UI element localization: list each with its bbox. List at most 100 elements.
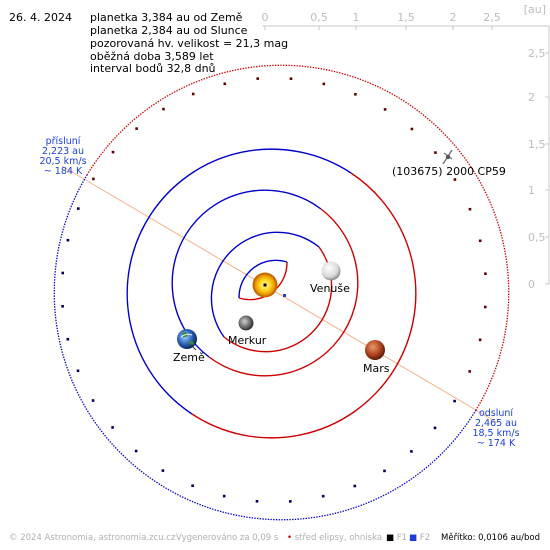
asteroid-orbit-point [322, 82, 326, 86]
footer-copyright: © 2024 Astronomia, astronomia.zcu.cz [9, 533, 176, 543]
info-period: oběžná doba 3,589 let [90, 50, 214, 63]
y-tick-label: 2,5 [528, 47, 546, 60]
venus-planet [321, 261, 341, 281]
asteroid-orbit-point [66, 238, 70, 242]
asteroid-orbit-point [434, 151, 437, 154]
x-tick-label: 0,5 [310, 11, 328, 24]
asteroid-orbit-point [91, 399, 95, 402]
focus-f2-marker [283, 294, 286, 297]
asteroid-orbit-point [354, 93, 357, 96]
y-tick-label: 2 [528, 91, 535, 104]
asteroid-orbit-point [353, 484, 357, 488]
asteroid-orbit-point [61, 305, 64, 308]
asteroid-orbit-point [433, 426, 437, 430]
asteroid-orbit-point [410, 127, 414, 131]
asteroid-orbit-point [256, 77, 259, 80]
asteroid-orbit-point [383, 469, 386, 473]
perihelion-speed: 20,5 km/s [39, 156, 87, 167]
earth-planet [177, 329, 197, 351]
x-tick-label: 0 [262, 11, 269, 24]
aphelion-speed: 18,5 km/s [472, 428, 520, 439]
asteroid-orbit-point [77, 207, 80, 210]
footer-scale: Měřítko: 0,0106 au/bod [441, 533, 541, 543]
y-tick-label: 1,5 [528, 138, 546, 151]
f1-square-icon: ■ [386, 533, 395, 543]
mercury-planet [238, 315, 254, 331]
asteroid-orbit-point [223, 82, 227, 86]
asteroid-orbit-point [76, 369, 80, 373]
x-tick-label: 2,5 [483, 11, 501, 24]
sun [252, 272, 278, 298]
asteroid-orbit-point [111, 426, 114, 429]
asteroid-orbit-point [478, 239, 482, 243]
asteroid-orbit-point [453, 178, 457, 181]
info-magnitude: pozorovaná hv. velikost = 21,3 mag [90, 37, 289, 50]
perihelion-label: přísluní 2,223 au 20,5 km/s ~ 184 K [38, 137, 88, 177]
y-tick-label: 1 [528, 184, 535, 197]
asteroid-orbit-point [410, 450, 413, 453]
asteroid-orbit-point [162, 107, 165, 111]
earth-orbit [171, 189, 359, 377]
f2-text: F2 [419, 533, 431, 543]
f2-square-icon: ■ [409, 533, 418, 543]
asteroid-orbit-point [321, 494, 325, 498]
asteroid-marker [442, 149, 453, 165]
info-distance-sun: planetka 2,384 au od Slunce [90, 24, 248, 37]
asteroid-orbit-point [191, 92, 195, 96]
info-distance-earth: planetka 3,384 au od Země [90, 11, 243, 24]
x-tick-label: 1 [353, 11, 360, 24]
asteroid-orbit-point [383, 108, 387, 111]
asteroid-orbit-point [468, 207, 472, 211]
asteroid-orbit-point [255, 500, 259, 503]
mars-label: Mars [363, 362, 390, 375]
x-tick-label: 1,5 [397, 11, 415, 24]
asteroid-orbit-point [161, 469, 165, 472]
venus-label: Venuše [310, 282, 350, 295]
asteroid-orbit-point [111, 150, 115, 154]
x-tick-label: 2 [450, 11, 457, 24]
mars-orbit [126, 148, 417, 439]
asteroid-orbit-point [453, 399, 456, 403]
asteroid-orbit-point [66, 337, 70, 341]
asteroid-orbit-point [478, 338, 482, 342]
center-legend-dot-icon: • [287, 533, 293, 543]
right-axis: 2,5 2 1,5 1 0,5 0 [528, 26, 550, 291]
mercury-label: Merkur [228, 334, 267, 347]
asteroid-orbit-point [484, 272, 487, 275]
center-legend-text: střed elipsy, ohniska [294, 533, 383, 543]
asteroid-orbit-point [484, 305, 487, 309]
footer-center-legend: • střed elipsy, ohniska [287, 533, 382, 543]
asteroid-orbit-point [289, 77, 293, 80]
asteroid-orbit-point [191, 484, 194, 487]
asteroid-orbit-point [468, 370, 471, 373]
asteroid-orbit-point [134, 449, 138, 453]
mars-planet [365, 340, 385, 360]
line-of-apsides [61, 165, 499, 424]
asteroid-orbit-far-half [53, 174, 477, 521]
info-interval: interval bodů 32,8 dnů [90, 62, 216, 75]
asteroid-orbit-point [222, 494, 226, 498]
asteroid-orbit-point [92, 177, 95, 181]
top-axis: 0 0,5 1 1,5 2 2,5 [au] [262, 3, 549, 30]
asteroid-orbit-point [61, 271, 64, 275]
asteroid-label: (103675) 2000 CP59 [392, 165, 506, 178]
footer-f1: ■ F1 [386, 533, 407, 543]
perihelion-title: přísluní [45, 136, 81, 147]
aphelion-title: odsluní [478, 408, 514, 419]
date-label: 26. 4. 2024 [9, 11, 72, 24]
aphelion-temperature: ~ 174 K [476, 438, 516, 449]
footer-generated: Vygenerováno za 0,09 s [176, 533, 279, 543]
footer-f2: ■ F2 [409, 533, 430, 543]
y-tick-label: 0,5 [528, 231, 546, 244]
asteroid-orbit-point [289, 500, 292, 503]
perihelion-distance: 2,223 au [41, 146, 85, 157]
f1-text: F1 [396, 533, 408, 543]
asteroid-orbit-point [135, 127, 138, 130]
axis-unit-label: [au] [524, 3, 546, 16]
y-tick-label: 0 [528, 278, 535, 291]
aphelion-distance: 2,465 au [474, 418, 518, 429]
aphelion-label: odsluní 2,465 au 18,5 km/s ~ 174 K [468, 409, 524, 449]
asteroid-orbit-near-half [86, 64, 510, 411]
